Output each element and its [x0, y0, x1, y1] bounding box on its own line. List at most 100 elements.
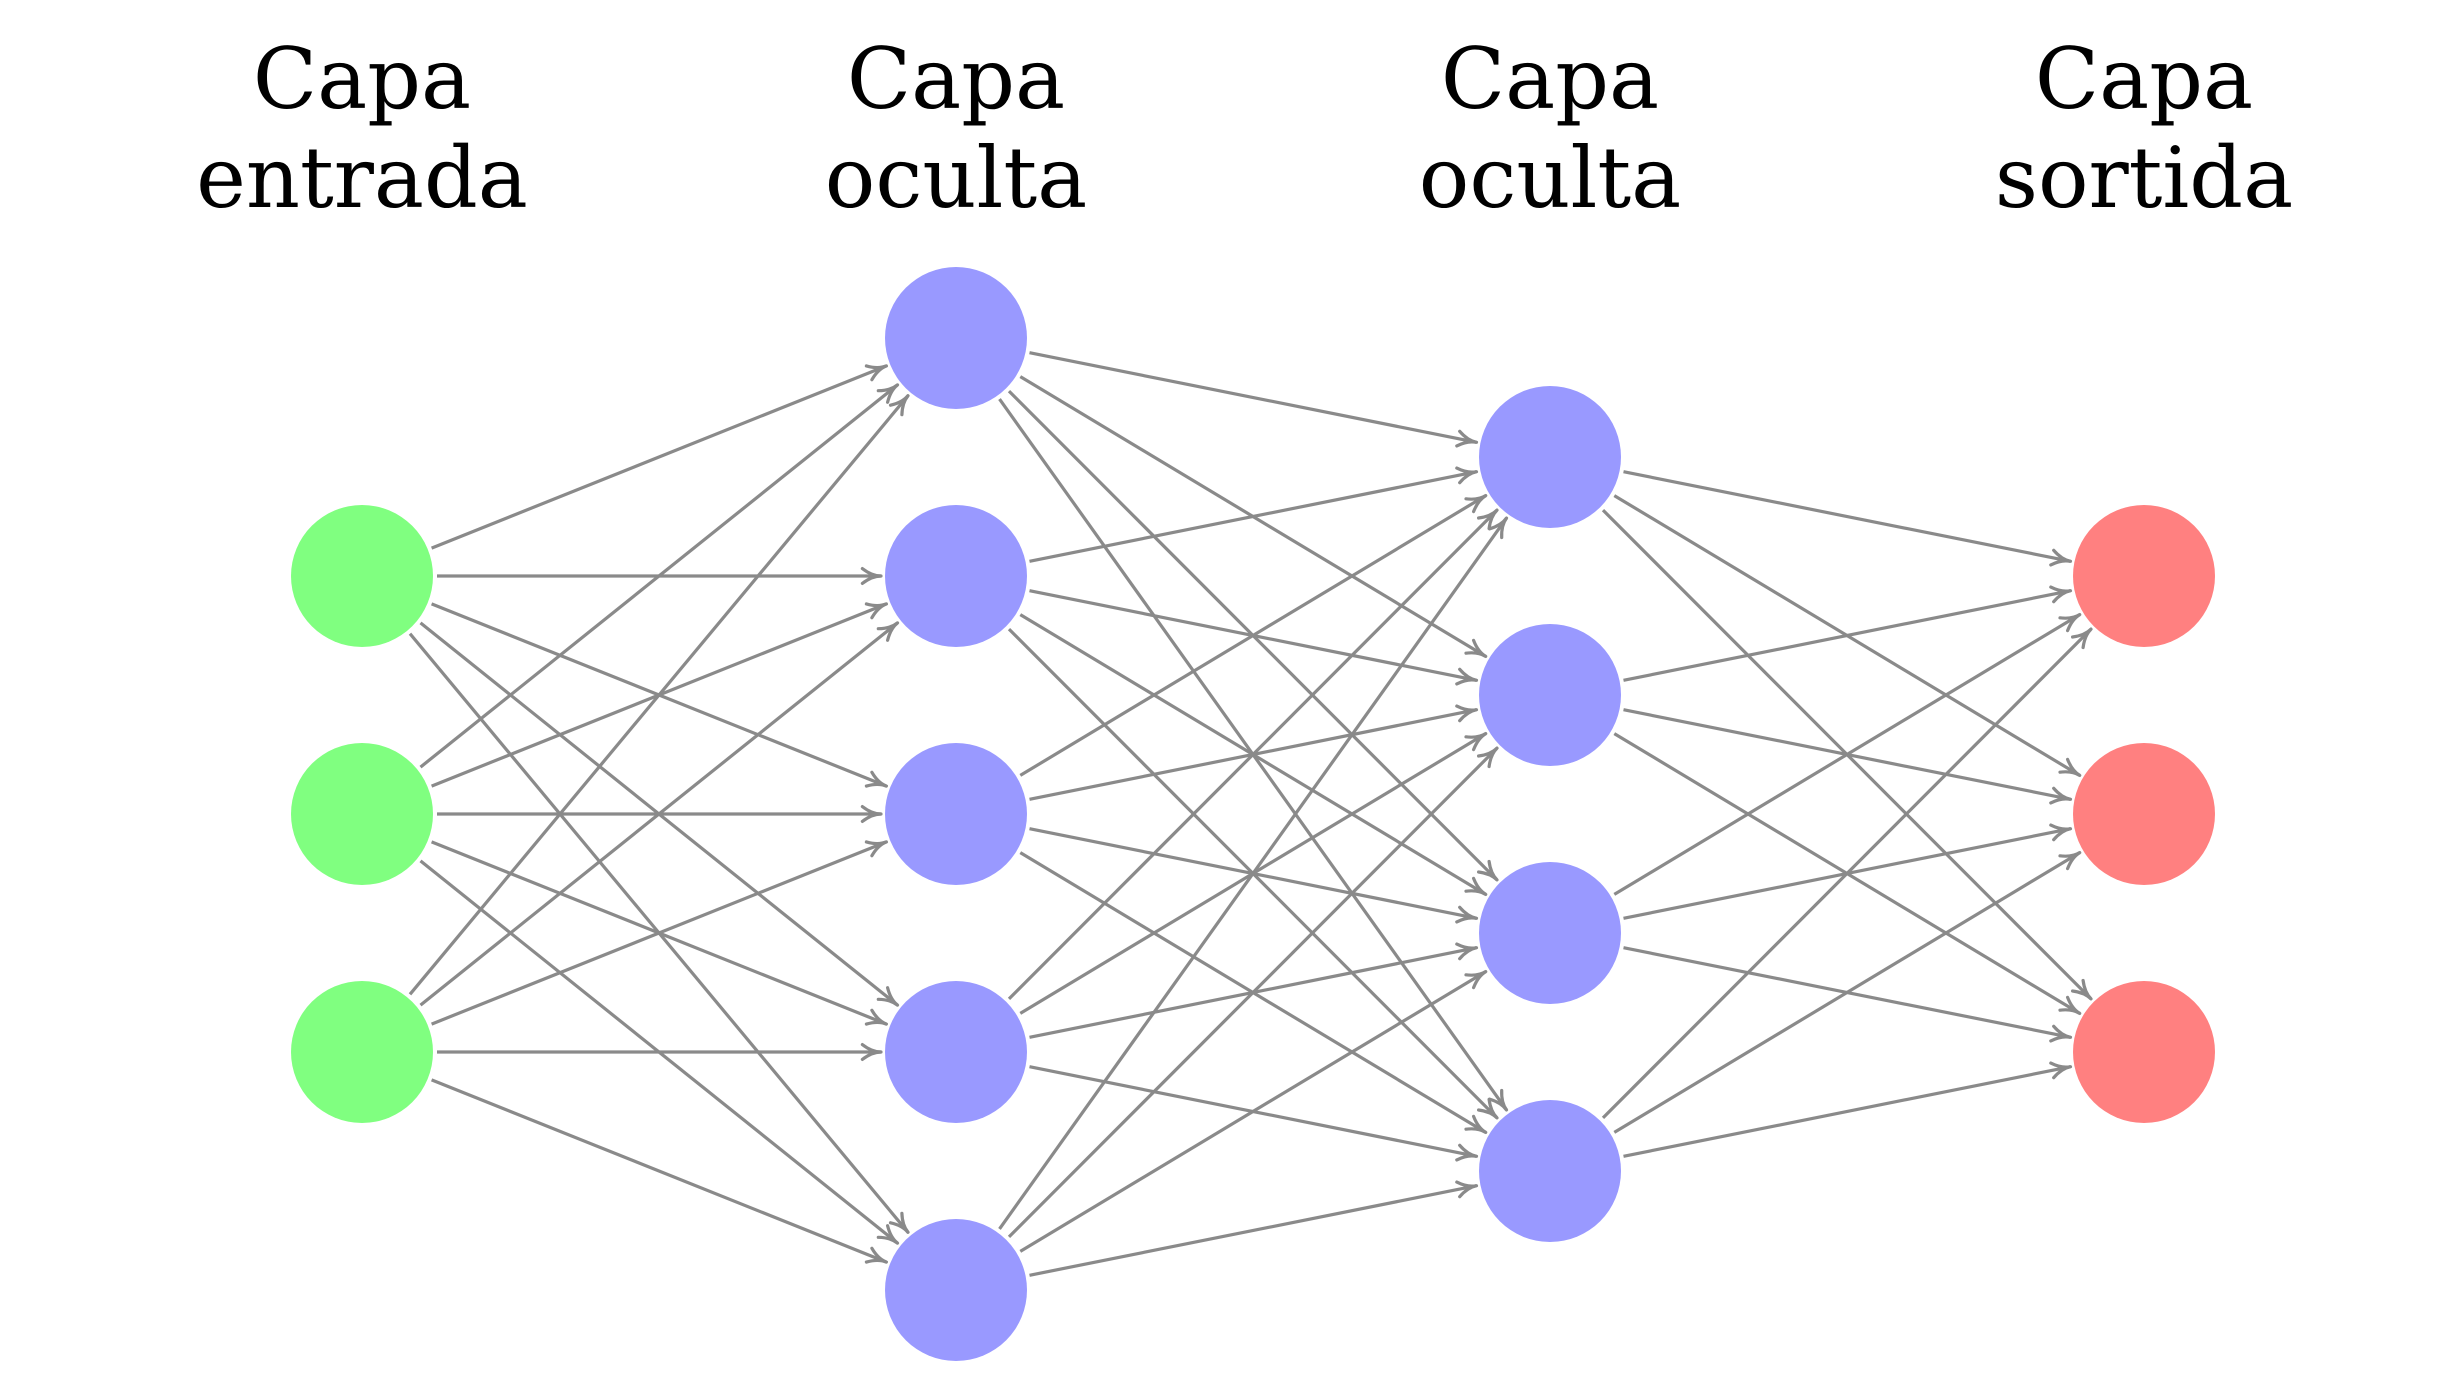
- edge-l1-n0-to-l2-n0: [1029, 351, 1479, 448]
- arrowhead-icon: [2049, 823, 2073, 842]
- arrowhead-icon: [1455, 429, 1479, 448]
- arrowhead-icon: [1464, 1114, 1488, 1134]
- neuron-l3-n0: [2073, 505, 2215, 647]
- edge-line: [1613, 613, 2081, 896]
- layer-titles: Capa entrada Capa oculta Capa oculta Cap…: [196, 30, 2293, 227]
- arrowhead-icon: [1477, 508, 1499, 531]
- neuron-l2-n0: [1479, 386, 1621, 528]
- edge-l2-n3-to-l3-n1: [1613, 851, 2082, 1134]
- edge-l2-n3-to-l3-n2: [1623, 1061, 2073, 1158]
- neuron-l0-n2: [291, 981, 433, 1123]
- layer-2-title-line2: oculta: [1419, 129, 1681, 227]
- edge-l1-n2-to-l2-n0: [1019, 494, 1488, 777]
- neuron-l1-n1: [885, 505, 1027, 647]
- arrowhead-icon: [1477, 1097, 1499, 1120]
- edge-l0-n2-to-l1-n1: [419, 621, 900, 1007]
- arrowhead-icon: [1464, 970, 1488, 990]
- layer-2-title-line1: Capa: [1441, 30, 1659, 128]
- layer-0-title-line1: Capa: [253, 30, 471, 128]
- arrowhead-icon: [2071, 978, 2093, 1001]
- arrowhead-icon: [864, 602, 888, 620]
- neuron-l3-n1: [2073, 743, 2215, 885]
- arrowhead-icon: [860, 567, 883, 585]
- arrowhead-icon: [888, 1211, 910, 1234]
- arrowhead-icon: [1477, 859, 1499, 882]
- arrowhead-icon: [864, 1246, 888, 1264]
- neuron-l1-n3: [885, 981, 1027, 1123]
- edge-l1-n4-to-l2-n2: [1019, 970, 1488, 1253]
- edge-line: [1029, 1184, 1477, 1277]
- arrowhead-icon: [2049, 1024, 2073, 1043]
- arrowhead-icon: [2049, 548, 2073, 567]
- edge-line: [1029, 351, 1477, 444]
- edge-line: [419, 383, 899, 769]
- neuron-l3-n2: [2073, 981, 2215, 1123]
- arrowhead-icon: [2071, 627, 2093, 650]
- arrowhead-icon: [1464, 876, 1488, 896]
- neuron-l0-n0: [291, 505, 433, 647]
- arrowhead-icon: [1477, 746, 1499, 769]
- edge-l0-n1-to-l1-n0: [419, 383, 900, 769]
- edge-line: [431, 364, 887, 550]
- neuron-l2-n2: [1479, 862, 1621, 1004]
- edge-l2-n0-to-l3-n0: [1623, 470, 2073, 567]
- arrowhead-icon: [1488, 516, 1509, 540]
- edge-l0-n2-to-l1-n0: [408, 394, 910, 996]
- arrowhead-icon: [2058, 851, 2082, 871]
- arrowhead-icon: [1488, 1088, 1509, 1112]
- edge-line: [998, 517, 1508, 1230]
- arrowhead-icon: [864, 770, 888, 788]
- arrowhead-icon: [888, 394, 910, 417]
- edge-line: [431, 840, 887, 1026]
- edge-l1-n4-to-l2-n1: [1007, 746, 1499, 1239]
- arrowhead-icon: [2049, 786, 2073, 805]
- arrowhead-icon: [1455, 942, 1479, 961]
- layer-1-title-line2: oculta: [825, 129, 1087, 227]
- arrowhead-icon: [1455, 704, 1479, 723]
- arrowhead-icon: [860, 1043, 883, 1061]
- edge-l1-n4-to-l2-n0: [998, 516, 1509, 1230]
- edge-line: [1613, 851, 2081, 1134]
- arrowhead-icon: [1464, 638, 1488, 658]
- edge-l0-n2-to-l1-n3: [437, 1043, 883, 1061]
- arrowhead-icon: [860, 805, 883, 823]
- neuron-l1-n2: [885, 743, 1027, 885]
- arrowhead-icon: [2058, 995, 2082, 1015]
- arrowhead-icon: [2049, 1061, 2073, 1080]
- arrowhead-icon: [1455, 905, 1479, 924]
- arrowhead-icon: [876, 986, 900, 1007]
- edge-line: [1029, 470, 1477, 563]
- edge-l1-n3-to-l2-n0: [1007, 508, 1499, 1001]
- arrowhead-icon: [1455, 667, 1479, 686]
- arrowhead-icon: [876, 1224, 900, 1245]
- edge-line: [1019, 970, 1487, 1253]
- edge-line: [1007, 508, 1499, 1001]
- arrowhead-icon: [1455, 1143, 1479, 1162]
- arrowhead-icon: [1464, 732, 1488, 752]
- arrowhead-icon: [2058, 757, 2082, 777]
- edge-line: [1623, 1065, 2071, 1158]
- edge-line: [1019, 494, 1487, 777]
- neurons: [291, 267, 2215, 1361]
- arrowhead-icon: [2058, 613, 2082, 633]
- neuron-l1-n4: [885, 1219, 1027, 1361]
- arrowhead-icon: [864, 840, 888, 858]
- connections: [408, 351, 2093, 1277]
- arrowhead-icon: [2049, 585, 2073, 604]
- edge-l0-n2-to-l1-n4: [431, 1078, 888, 1264]
- edge-l0-n0-to-l1-n0: [431, 364, 888, 550]
- arrowhead-icon: [1455, 1180, 1479, 1199]
- edge-line: [408, 394, 910, 996]
- edge-l1-n1-to-l2-n0: [1029, 466, 1479, 563]
- edge-line: [419, 621, 899, 1007]
- neuron-l2-n1: [1479, 624, 1621, 766]
- edge-line: [1623, 470, 2071, 563]
- edge-line: [1007, 746, 1499, 1239]
- neuron-l0-n1: [291, 743, 433, 885]
- arrowhead-icon: [864, 1008, 888, 1026]
- edge-line: [431, 1078, 887, 1264]
- arrowhead-icon: [1455, 466, 1479, 485]
- edge-l2-n2-to-l3-n0: [1613, 613, 2082, 896]
- layer-3-title-line1: Capa: [2035, 30, 2253, 128]
